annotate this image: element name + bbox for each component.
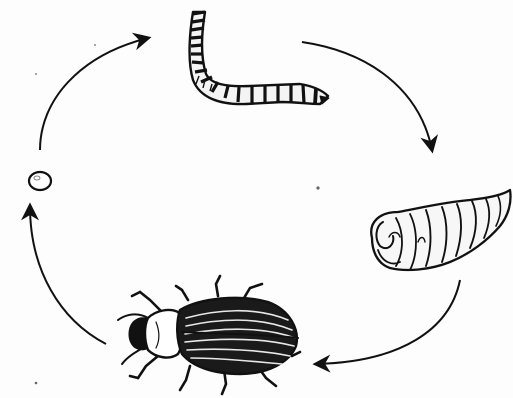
beetle-icon <box>118 276 300 394</box>
larva-icon <box>190 12 329 104</box>
pupa-icon <box>371 190 510 270</box>
arrow-pupa-to-adult <box>316 280 460 364</box>
arrow-egg-to-larva <box>40 38 148 150</box>
egg-icon <box>29 172 51 190</box>
arrow-adult-to-egg <box>30 206 106 344</box>
